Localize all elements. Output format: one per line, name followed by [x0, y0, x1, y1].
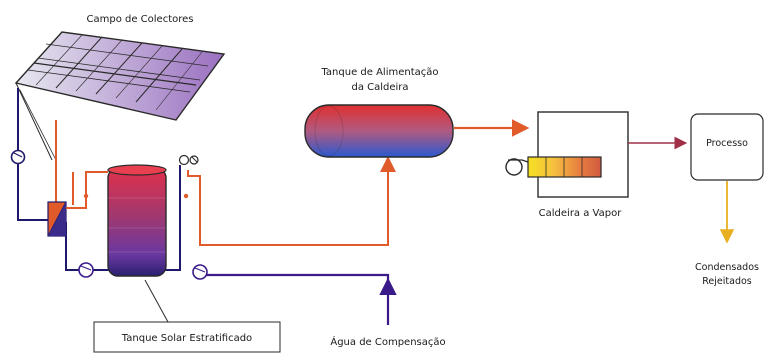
fan-icon: [505, 158, 529, 176]
stratified-tank-label: Tanque Solar Estratificado: [121, 333, 252, 344]
process-box: [690, 113, 764, 181]
tank-charge-pipe: [66, 171, 108, 209]
valve-icon: [178, 154, 199, 166]
boiler-label: Caldeira a Vapor: [539, 208, 623, 219]
makeup-water-label: Água de Compensação: [330, 335, 445, 348]
boiler-feed-tank: [304, 104, 454, 158]
collector-field: [14, 31, 226, 161]
stratified-tank: [107, 164, 167, 277]
heat-exchanger-icon: [47, 201, 67, 237]
collector-field-label: Campo de Colectores: [87, 14, 194, 25]
burner-icon: [527, 156, 602, 178]
condensate-label-line1: Condensados: [695, 262, 759, 273]
pump-icon: [192, 264, 208, 280]
process-label: Processo: [706, 138, 748, 149]
tank-leader-line: [144, 279, 169, 323]
stratified-tank-label-box: [93, 321, 281, 353]
feed-tank-label-line1: Tanque de Alimentação: [320, 67, 438, 78]
feed-tank-label-line2: da Caldeira: [351, 82, 408, 93]
tank-discharge-pipe: [179, 156, 396, 270]
condensate-label-line2: Rejeitados: [702, 276, 752, 287]
steam-boiler: [537, 111, 629, 198]
makeup-water-pipe: [200, 273, 397, 325]
pump-icon: [10, 149, 26, 165]
pump-icon: [78, 262, 94, 278]
